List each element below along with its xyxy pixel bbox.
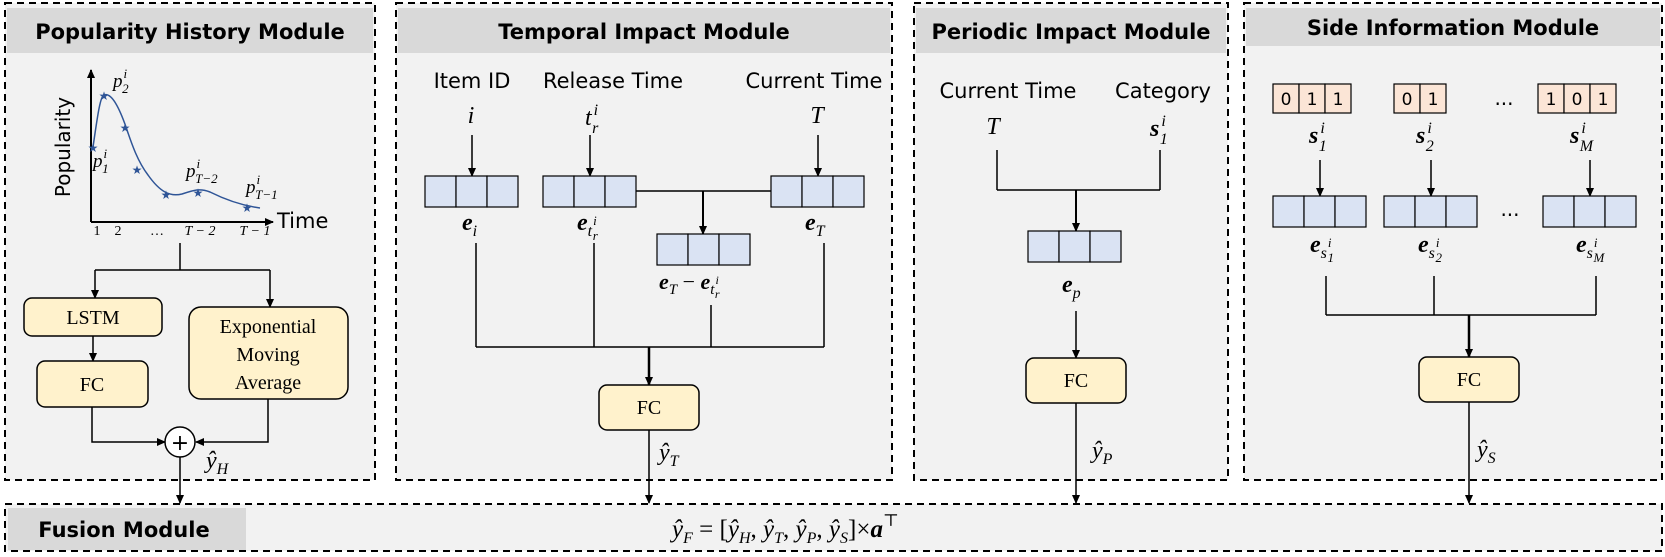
history-fc-label: FC [80,374,104,396]
current-time-label: Current Time [746,69,883,93]
periodic-sym-T: T [986,114,1001,140]
side-vec1-cell: 1 [1307,90,1318,110]
side-vector-M: 1 0 1 [1537,83,1617,114]
fusion-title: Fusion Module [38,518,209,542]
periodic-impact-module: Periodic Impact Module Current Time Cate… [913,2,1229,504]
data-point-star: ★ [242,201,253,215]
periodic-fc-label: FC [1064,370,1088,392]
output-yP: ŷP [1090,438,1113,468]
embedding-e-i [424,175,519,208]
history-title: Popularity History Module [35,20,345,44]
periodic-category: Category [1115,79,1211,103]
ema-line-2: Moving [236,344,299,366]
data-point-star: ★ [193,186,204,200]
popularity-curve [92,94,261,209]
side-vector-1: 0 1 1 [1272,83,1352,114]
side-vecM-cell: 1 [1598,90,1609,110]
data-point-star: ★ [99,89,110,103]
side-vecM-cell: 0 [1572,90,1583,110]
tick-t-2: T − 2 [185,224,216,239]
output-yS: ŷS [1475,437,1496,467]
ema-line-3: Average [235,372,301,394]
side-vec1-cell: 0 [1281,90,1292,110]
side-vecM-cell: 1 [1546,90,1557,110]
temporal-title: Temporal Impact Module [498,20,790,44]
data-point-star: ★ [161,188,172,202]
side-vec2-cell: 1 [1428,90,1439,110]
side-vec1-cell: 1 [1333,90,1344,110]
sym-T: T [810,103,825,129]
plus-icon: + [171,431,189,456]
side-vector-2: 0 1 [1393,83,1447,114]
item-id-label: Item ID [434,69,511,93]
embedding-e-tr [542,175,637,208]
tick-t-1: T − 1 [240,224,271,239]
x-axis-label: Time [276,209,328,233]
fusion-formula: ŷF = [ŷH, ŷT, ŷP, ŷS]×a⊤ [669,511,899,547]
periodic-current-time: Current Time [940,79,1077,103]
embedding-e-diff [656,233,751,266]
label-e-T: eT [805,210,826,240]
temporal-impact-module: Temporal Impact Module Item ID Release T… [395,2,893,504]
data-point-star: ★ [132,163,143,177]
embedding-e-p [1027,230,1122,263]
fusion-module: Fusion Module ŷF = [ŷH, ŷT, ŷP, ŷS]×a⊤ [4,503,1663,552]
periodic-title: Periodic Impact Module [931,20,1210,44]
side-fc-label: FC [1457,369,1481,391]
data-point-star: ★ [88,141,99,155]
y-axis-label: Popularity [51,97,75,197]
label-e-p: ep [1062,272,1081,302]
tick-2: 2 [115,224,122,239]
ema-line-1: Exponential [220,316,317,338]
sym-i: i [468,103,475,129]
label-e-i: ei [462,210,477,240]
side-information-module: Side Information Module 0 1 1 0 1 ... [1243,2,1663,504]
embedding-e-sM [1542,195,1637,228]
embedding-e-s2 [1383,195,1478,228]
tick-ellipsis: … [150,224,164,239]
side-vec2-cell: 0 [1402,90,1413,110]
data-point-star: ★ [120,121,131,135]
side-dots-top: ... [1494,86,1513,110]
side-title: Side Information Module [1307,16,1599,40]
side-dots-mid: ... [1500,197,1519,221]
embedding-e-s1 [1272,195,1367,228]
popularity-history-module: Popularity History Module Popularity Tim… [4,2,376,504]
lstm-label: LSTM [66,307,120,329]
release-time-label: Release Time [543,69,683,93]
output-yT: ŷT [657,440,680,470]
embedding-e-T [770,175,865,208]
tick-1: 1 [94,224,101,239]
output-yH: ŷH [204,448,230,478]
temporal-fc-label: FC [637,397,661,419]
